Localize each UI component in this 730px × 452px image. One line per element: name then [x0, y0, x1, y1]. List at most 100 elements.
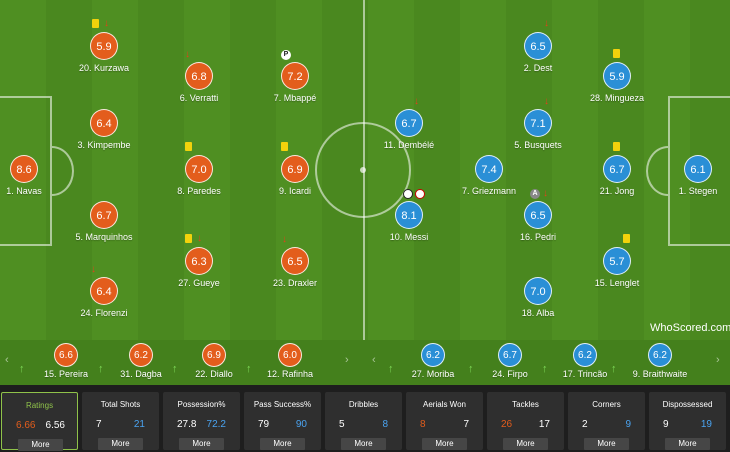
player-rating: 6.0 [278, 343, 302, 367]
away-player-griezmann[interactable]: 7.4 7. Griezmann [439, 155, 539, 196]
home-sub-dagba[interactable]: 6.2 31. Dagba ↑ [98, 343, 176, 379]
away-player-pedri[interactable]: A ↓ 6.5 16. Pedri [488, 189, 588, 243]
right-penalty-box [668, 96, 730, 246]
player-rating: 6.7 [498, 343, 522, 367]
away-player-busquets[interactable]: ↓ 7.1 5. Busquets [488, 97, 588, 151]
away-player-alba[interactable]: 7.0 18. Alba [488, 277, 588, 318]
player-name: 1. Stegen [678, 186, 718, 196]
player-rating: 6.4 [90, 277, 118, 305]
stat-away-value: 19 [700, 419, 712, 430]
home-player-florenzi[interactable]: ↓ 6.4 24. Florenzi [54, 265, 154, 319]
up-arrow-icon: ↑ [246, 363, 252, 375]
stat-title: Tackles [512, 400, 539, 409]
stat-tackles[interactable]: Tackles 26 17 More [487, 392, 564, 450]
away-player-lenglet[interactable]: 5.7 15. Lenglet [567, 234, 667, 288]
player-rating: 6.7 [395, 109, 423, 137]
whoscored-logo: WhoScored.com [650, 322, 730, 334]
home-player-kurzawa[interactable]: ↓ 5.9 20. Kurzawa [54, 19, 154, 74]
away-sub-moriba[interactable]: 6.2 27. Moriba ↑ [388, 343, 468, 379]
goal-icon [403, 189, 413, 199]
player-name: 9. Icardi [278, 186, 312, 196]
player-name: 21. Jong [599, 186, 635, 196]
down-arrow-icon: ↓ [91, 264, 96, 275]
home-sub-pereira[interactable]: 6.6 15. Pereira ↑ [19, 343, 101, 379]
home-player-icardi[interactable]: 6.9 9. Icardi [245, 142, 345, 196]
away-player-jong[interactable]: 6.7 21. Jong [567, 142, 667, 196]
away-sub-braithwaite[interactable]: 6.2 9. Braithwaite ↑ [611, 343, 695, 379]
home-player-draxler[interactable]: ↓ 6.5 23. Draxler [245, 235, 345, 289]
player-name: 5. Busquets [514, 140, 562, 150]
chevron-right-icon[interactable]: › [345, 354, 349, 366]
player-rating: 7.1 [524, 109, 552, 137]
stat-away-value: 6.56 [45, 420, 65, 431]
player-rating: 6.2 [421, 343, 445, 367]
home-player-verratti[interactable]: ↓ 6.8 6. Verratti [149, 50, 249, 104]
player-name: 17. Trincão [562, 369, 608, 379]
more-button[interactable]: More [260, 438, 305, 450]
home-player-kimpembe[interactable]: 6.4 3. Kimpembe [54, 109, 154, 150]
player-name: 9. Braithwaite [632, 369, 688, 379]
left-penalty-box [0, 96, 52, 246]
more-button[interactable]: More [584, 438, 629, 450]
away-player-stegen[interactable]: 6.1 1. Stegen [648, 155, 730, 196]
home-player-marquinhos[interactable]: 6.7 5. Marquinhos [54, 201, 154, 242]
more-button[interactable]: More [18, 439, 63, 451]
more-button[interactable]: More [665, 438, 710, 450]
player-rating: 6.5 [281, 247, 309, 275]
player-name: 16. Pedri [519, 232, 557, 242]
player-name: 12. Rafinha [266, 369, 314, 379]
more-button[interactable]: More [98, 438, 143, 450]
more-button[interactable]: More [179, 438, 224, 450]
up-arrow-icon: ↑ [172, 363, 178, 375]
home-player-gueye[interactable]: ↓ 6.3 27. Gueye [149, 234, 249, 289]
player-rating: 6.1 [684, 155, 712, 183]
down-arrow-icon: ↓ [544, 18, 549, 29]
more-button[interactable]: More [503, 438, 548, 450]
more-button[interactable]: More [422, 438, 467, 450]
up-arrow-icon: ↑ [542, 363, 548, 375]
player-name: 11. Dembélé [383, 140, 435, 150]
away-player-dest[interactable]: ↓ 6.5 2. Dest [488, 19, 588, 74]
chevron-left-icon[interactable]: ‹ [372, 354, 376, 366]
stat-home-value: 2 [582, 419, 588, 430]
away-player-dembele[interactable]: ↓ 6.7 11. Dembélé [359, 97, 459, 151]
home-sub-diallo[interactable]: 6.9 22. Diallo ↑ [172, 343, 249, 379]
player-name: 5. Marquinhos [75, 232, 133, 242]
home-player-mbappe[interactable]: P 7.2 7. Mbappé [245, 50, 345, 103]
substitutes-bar: ‹ 6.6 15. Pereira ↑ 6.2 31. Dagba ↑ 6.9 … [0, 340, 730, 385]
away-player-mingueza[interactable]: 5.9 28. Mingueza [567, 49, 667, 103]
chevron-right-icon[interactable]: › [716, 354, 720, 366]
away-sub-trincao[interactable]: 6.2 17. Trincão ↑ [542, 343, 620, 379]
more-button[interactable]: More [341, 438, 386, 450]
player-rating: 5.7 [603, 247, 631, 275]
home-player-navas[interactable]: 8.6 1. Navas [0, 155, 74, 196]
player-rating: 7.4 [475, 155, 503, 183]
stat-away-value: 90 [295, 419, 307, 430]
player-rating: 6.3 [185, 247, 213, 275]
away-player-messi[interactable]: 8.1 10. Messi [359, 189, 459, 242]
chevron-left-icon[interactable]: ‹ [5, 354, 9, 366]
home-sub-rafinha[interactable]: 6.0 12. Rafinha ↑ [246, 343, 325, 379]
home-player-paredes[interactable]: 7.0 8. Paredes [149, 142, 249, 196]
stat-away-value: 72.2 [206, 419, 226, 430]
stat-home-value: 26 [501, 419, 513, 430]
stat-away-value: 17 [538, 419, 550, 430]
down-arrow-icon: ↓ [282, 234, 287, 245]
player-rating: 8.6 [10, 155, 38, 183]
player-rating: 8.1 [395, 201, 423, 229]
away-sub-firpo[interactable]: 6.7 24. Firpo ↑ [468, 343, 545, 379]
player-rating: 6.5 [524, 32, 552, 60]
player-name: 24. Florenzi [80, 308, 128, 318]
yellow-card-icon [623, 234, 630, 243]
assist-icon: A [530, 189, 540, 199]
player-rating: 6.9 [281, 155, 309, 183]
